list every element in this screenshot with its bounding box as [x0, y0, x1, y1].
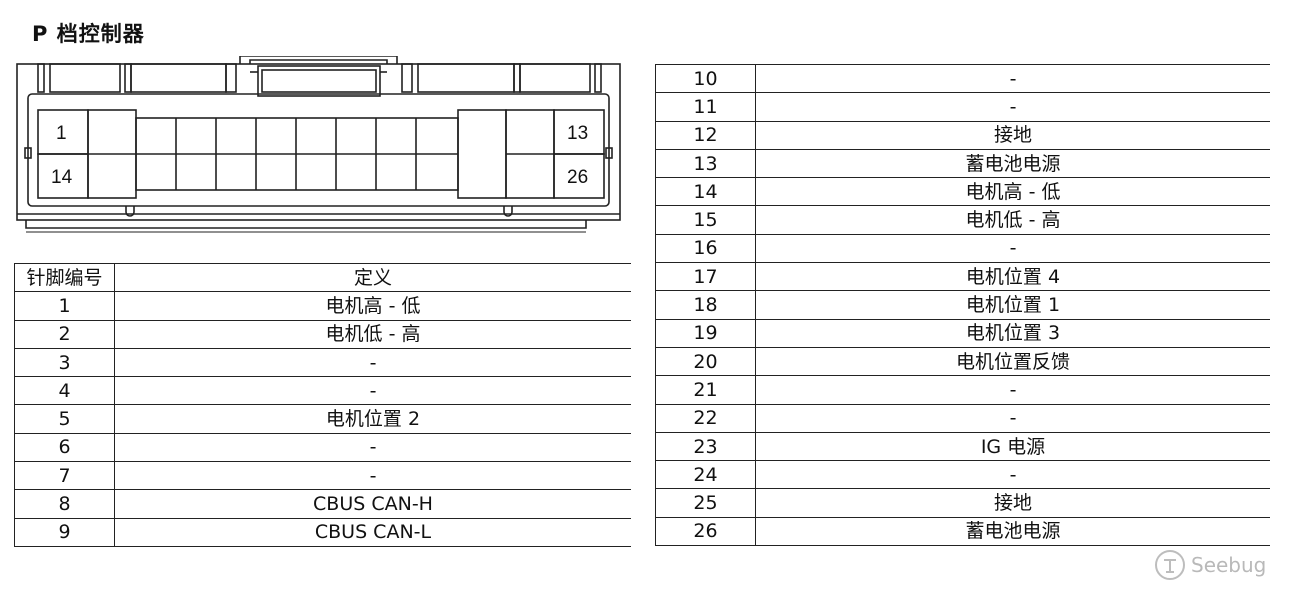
pin-definition: 电机高 - 低	[114, 291, 631, 321]
pin-number: 16	[655, 233, 756, 264]
watermark: Seebug	[1153, 548, 1266, 582]
pin-number: 19	[655, 318, 756, 348]
pin-number: 18	[655, 290, 756, 320]
pin-definition: 接地	[755, 120, 1270, 150]
pin-number: 23	[655, 431, 756, 462]
pin-number: 6	[14, 432, 115, 463]
pin-number: 1	[14, 291, 115, 321]
pin-number: 9	[14, 517, 115, 547]
table-row: 16-	[655, 233, 1270, 264]
pin-definition: 电机位置 4	[755, 262, 1270, 292]
pin-number: 20	[655, 346, 756, 377]
pin-definition: 电机低 - 高	[755, 205, 1270, 235]
pin-number: 15	[655, 205, 756, 235]
pin-definition: -	[755, 92, 1270, 122]
table-row: 6-	[14, 432, 631, 463]
pin-number: 14	[655, 177, 756, 207]
pin-definition: -	[755, 403, 1270, 433]
pin-definition: -	[755, 233, 1270, 264]
table-row: 10-	[655, 63, 1270, 94]
seebug-logo-icon	[1155, 550, 1185, 580]
table-row: 7-	[14, 461, 631, 491]
pin-label-1: 1	[56, 123, 67, 144]
pin-definition: -	[755, 460, 1270, 490]
connector-housing	[16, 63, 621, 221]
connector-diagram: 1 14 13 26	[16, 56, 621, 233]
pin-number: 13	[655, 148, 756, 179]
pin-number: 12	[655, 120, 756, 150]
pin-definition: 蓄电池电源	[755, 148, 1270, 179]
pin-definition: -	[114, 376, 631, 406]
pin-definition: 接地	[755, 488, 1270, 518]
pin-definition: 电机位置 2	[114, 404, 631, 434]
header-definition: 定义	[114, 262, 631, 293]
watermark-text: Seebug	[1191, 553, 1267, 577]
pin-number: 4	[14, 376, 115, 406]
table-row: 21-	[655, 375, 1270, 405]
pin-definition: CBUS CAN-L	[114, 517, 631, 547]
pin-number: 17	[655, 262, 756, 292]
pin-number: 2	[14, 319, 115, 349]
pin-number: 26	[655, 516, 756, 547]
page-title: P 档控制器	[32, 22, 145, 46]
pin-definition: 电机位置 3	[755, 318, 1270, 348]
pin-definition: 蓄电池电源	[755, 516, 1270, 547]
pin-definition: -	[755, 63, 1270, 94]
table-row: 3-	[14, 347, 631, 378]
pin-number: 7	[14, 461, 115, 491]
pin-number: 3	[14, 347, 115, 378]
pin-number: 25	[655, 488, 756, 518]
pin-label-14: 14	[51, 167, 73, 188]
pin-number: 22	[655, 403, 756, 433]
table-row: 22-	[655, 403, 1270, 433]
pin-definition: -	[755, 375, 1270, 405]
pin-label-13: 13	[567, 123, 588, 144]
pin-number: 8	[14, 489, 115, 519]
pin-number: 24	[655, 460, 756, 490]
pin-definition: 电机低 - 高	[114, 319, 631, 349]
header-pin-number: 针脚编号	[14, 262, 115, 293]
table-row: 24-	[655, 460, 1270, 490]
table-row: 11-	[655, 92, 1270, 122]
pin-definition: -	[114, 461, 631, 491]
table-row: 4-	[14, 376, 631, 406]
pin-number: 5	[14, 404, 115, 434]
pin-definition: CBUS CAN-H	[114, 489, 631, 519]
pin-definition: IG 电源	[755, 431, 1270, 462]
pin-definition: 电机位置 1	[755, 290, 1270, 320]
pin-definition: 电机位置反馈	[755, 346, 1270, 377]
table-header-row: 针脚编号 定义	[14, 262, 631, 293]
pin-label-26: 26	[567, 167, 588, 188]
pin-definition: -	[114, 347, 631, 378]
pin-definition: 电机高 - 低	[755, 177, 1270, 207]
pin-number: 11	[655, 92, 756, 122]
pin-definition: -	[114, 432, 631, 463]
pin-number: 10	[655, 63, 756, 94]
pin-number: 21	[655, 375, 756, 405]
